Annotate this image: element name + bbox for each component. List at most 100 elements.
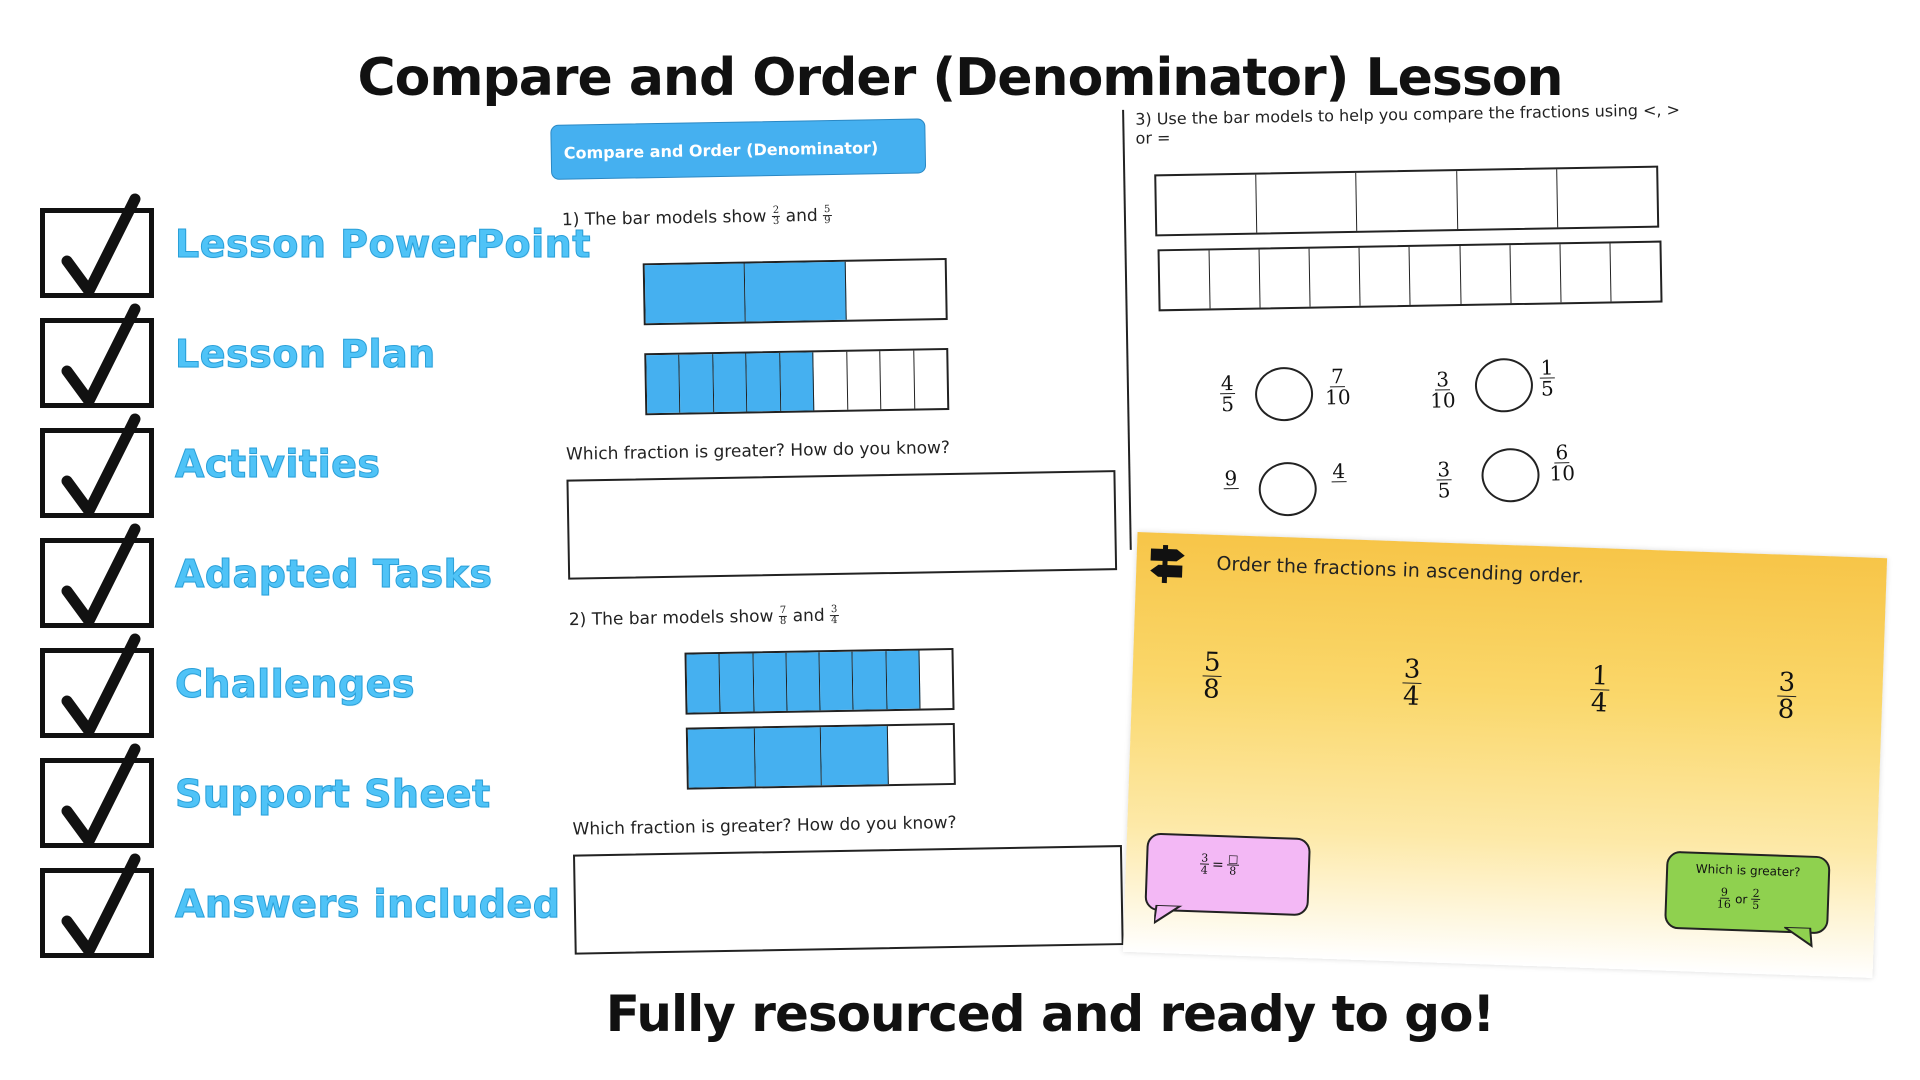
bar-segment-filled [754, 727, 822, 787]
order-fractions-card: Order the fractions in ascending order. … [1122, 532, 1888, 978]
bar-segment-empty [887, 725, 954, 784]
bar-segment-empty [1359, 246, 1412, 306]
bar-segment-filled [852, 651, 888, 710]
fraction: □8 [1226, 852, 1240, 878]
bubble-tail-icon [1783, 926, 1813, 948]
bar-segment-filled [753, 652, 788, 712]
checklist-label: Adapted Tasks [175, 552, 493, 597]
bar-segment-filled [719, 653, 755, 713]
bar-segment-filled [687, 728, 756, 788]
page-title: Compare and Order (Denominator) Lesson [357, 48, 1563, 108]
checklist-item: Support Sheet [40, 743, 560, 850]
fraction: 9 [1223, 465, 1239, 491]
bar-segment-empty [846, 351, 882, 410]
bar-segment-filled [679, 354, 715, 413]
bar-model [644, 347, 950, 416]
bar-segment-empty [845, 260, 945, 320]
bar-model [684, 647, 955, 715]
bar-model [1154, 165, 1660, 237]
compare-circle[interactable] [1481, 447, 1540, 503]
bar-segment-filled [820, 726, 889, 786]
bar-segment-empty [1560, 243, 1612, 303]
checklist-label: Activities [175, 442, 381, 487]
bar-segment-empty [813, 351, 848, 411]
order-instruction: Order the fractions in ascending order. [1216, 552, 1585, 588]
column-divider [1122, 109, 1132, 550]
checklist-item: Answers included [40, 853, 560, 960]
checklist-item: Lesson PowerPoint [40, 193, 591, 300]
page-subtitle: Fully resourced and ready to go! [605, 985, 1495, 1043]
worksheet-header-text: Compare and Order (Denominator) [563, 138, 879, 163]
answer-box[interactable] [566, 470, 1118, 580]
checkbox-checked-icon [40, 853, 154, 958]
bar-segment-filled [885, 650, 921, 710]
bar-segment-empty [1309, 247, 1361, 307]
checkbox-checked-icon [40, 193, 154, 298]
checklist-label: Challenges [174, 662, 416, 707]
checklist-item: Adapted Tasks [40, 523, 560, 630]
bar-segment-filled [713, 353, 748, 413]
bar-model [642, 258, 948, 326]
bar-segment-empty [1610, 243, 1660, 302]
bar-segment-empty [914, 350, 947, 409]
bar-model [1157, 240, 1663, 312]
checklist-item: Activities [40, 413, 560, 520]
checkbox-checked-icon [40, 303, 154, 408]
answer-box[interactable] [572, 845, 1124, 955]
question-prompt: Which fraction is greater? How do you kn… [572, 812, 957, 840]
bar-segment-empty [1156, 174, 1258, 235]
bar-segment-empty [1259, 248, 1311, 308]
checkbox-checked-icon [40, 413, 154, 518]
compare-circle[interactable] [1258, 461, 1318, 517]
bar-segment-filled [745, 261, 847, 322]
bar-segment-empty [880, 350, 915, 410]
comparison-pair: 9 [1223, 465, 1239, 491]
checkbox-checked-icon [40, 633, 154, 738]
checklist-label: Lesson PowerPoint [175, 222, 591, 267]
bar-segment-empty [1356, 171, 1458, 231]
bar-segment-empty [1159, 250, 1211, 310]
checklist-item: Challenges [40, 633, 560, 740]
bar-segment-filled [686, 654, 721, 713]
compare-circle[interactable] [1254, 366, 1314, 422]
bar-segment-filled [644, 263, 747, 324]
worksheet-header: Compare and Order (Denominator) [550, 118, 927, 180]
bar-segment-empty [1460, 245, 1512, 305]
bar-segment-empty [919, 650, 952, 709]
fraction: 4 [1331, 459, 1347, 484]
question-prompt: Which fraction is greater? How do you kn… [565, 437, 951, 465]
bar-segment-empty [1456, 169, 1559, 230]
signpost-icon [1150, 544, 1185, 584]
bar-model [685, 722, 956, 790]
bar-segment-empty [1557, 168, 1657, 228]
compare-circle[interactable] [1474, 357, 1534, 413]
checkbox-checked-icon [40, 523, 154, 628]
bubble-tail-icon [1153, 904, 1184, 925]
bar-segment-empty [1209, 249, 1261, 309]
bar-segment-filled [746, 352, 782, 412]
bar-segment-filled [780, 352, 815, 411]
